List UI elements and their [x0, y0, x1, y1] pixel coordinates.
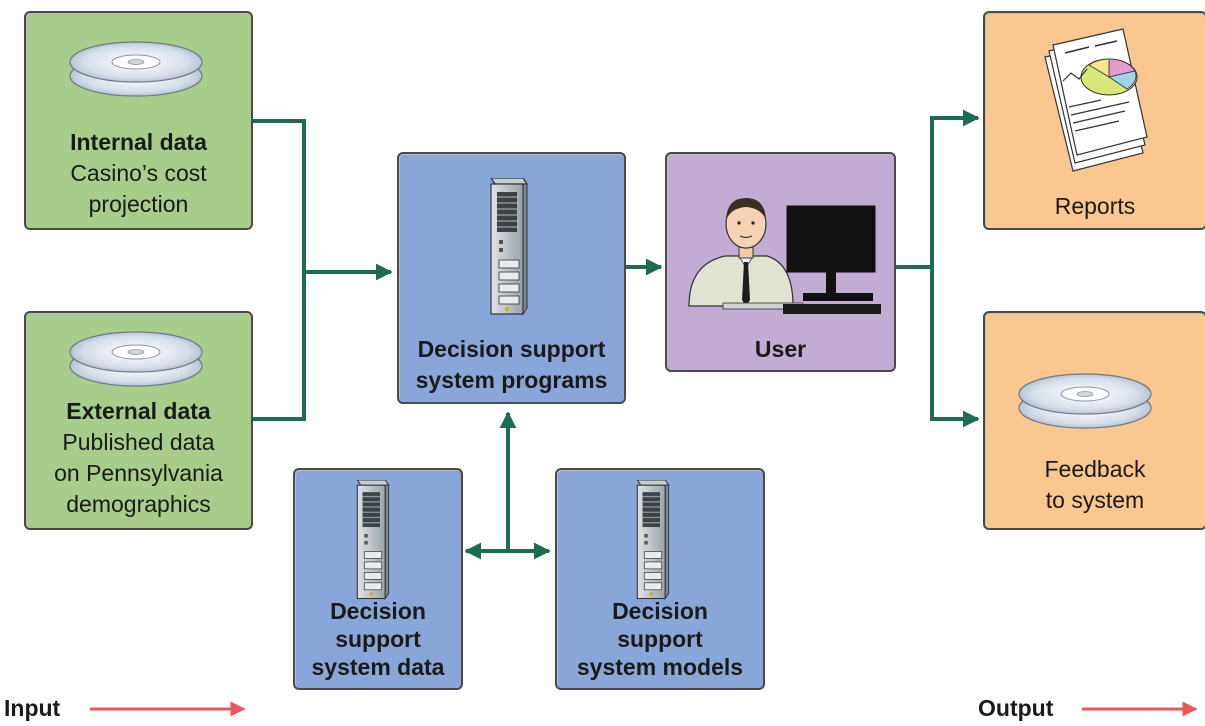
external-data-line3: demographics: [66, 491, 211, 517]
feedback-box: Feedback to system: [983, 311, 1205, 530]
disc-icon: [1018, 373, 1152, 429]
dss-models-line1: Decision: [612, 598, 708, 624]
external-data-title: External data: [66, 398, 211, 424]
connector-internal: [253, 119, 306, 272]
external-data-line1: Published data: [62, 429, 215, 455]
dss-models-line2: support: [617, 626, 703, 652]
feedback-line2: to system: [1045, 487, 1145, 513]
arrow-to-feedback: [930, 267, 980, 428]
external-data-line2: on Pennsylvania: [54, 460, 223, 486]
output-label: Output: [978, 695, 1054, 721]
external-data-box: External data Published data on Pennsylv…: [24, 311, 253, 530]
dss-data-box: Decision support system data: [293, 468, 463, 690]
internal-data-box: Internal data Casino’s cost projection: [24, 11, 253, 230]
feedback-line1: Feedback: [1044, 456, 1146, 482]
user-label: User: [754, 336, 807, 362]
connector-external: [253, 272, 306, 421]
dss-models-line3: system models: [576, 654, 744, 680]
dss-programs-box: Decision support system programs: [397, 152, 626, 404]
reports-label: Reports: [1054, 193, 1136, 219]
server-icon: [490, 178, 528, 315]
disc-icon: [69, 41, 203, 97]
dss-data-line3: system data: [311, 654, 445, 680]
disc-icon: [69, 331, 203, 387]
server-icon: [356, 480, 390, 600]
arrow-to-reports: [930, 109, 980, 267]
dss-models-box: Decision support system models: [555, 468, 765, 690]
internal-data-line2: projection: [88, 191, 189, 217]
dss-programs-line1: Decision support: [417, 336, 606, 362]
server-icon: [636, 480, 670, 600]
user-box: User: [665, 152, 896, 372]
report-pages-icon: [1044, 28, 1148, 172]
dss-programs-line2: system programs: [415, 367, 608, 393]
internal-data-title: Internal data: [70, 129, 207, 155]
reports-box: Reports: [983, 11, 1205, 230]
dss-data-line1: Decision: [330, 598, 426, 624]
dss-data-line2: support: [335, 626, 421, 652]
connectors: [253, 109, 980, 560]
person-at-computer-icon: [688, 198, 881, 314]
internal-data-line1: Casino’s cost: [70, 160, 207, 186]
input-label: Input: [4, 695, 61, 721]
